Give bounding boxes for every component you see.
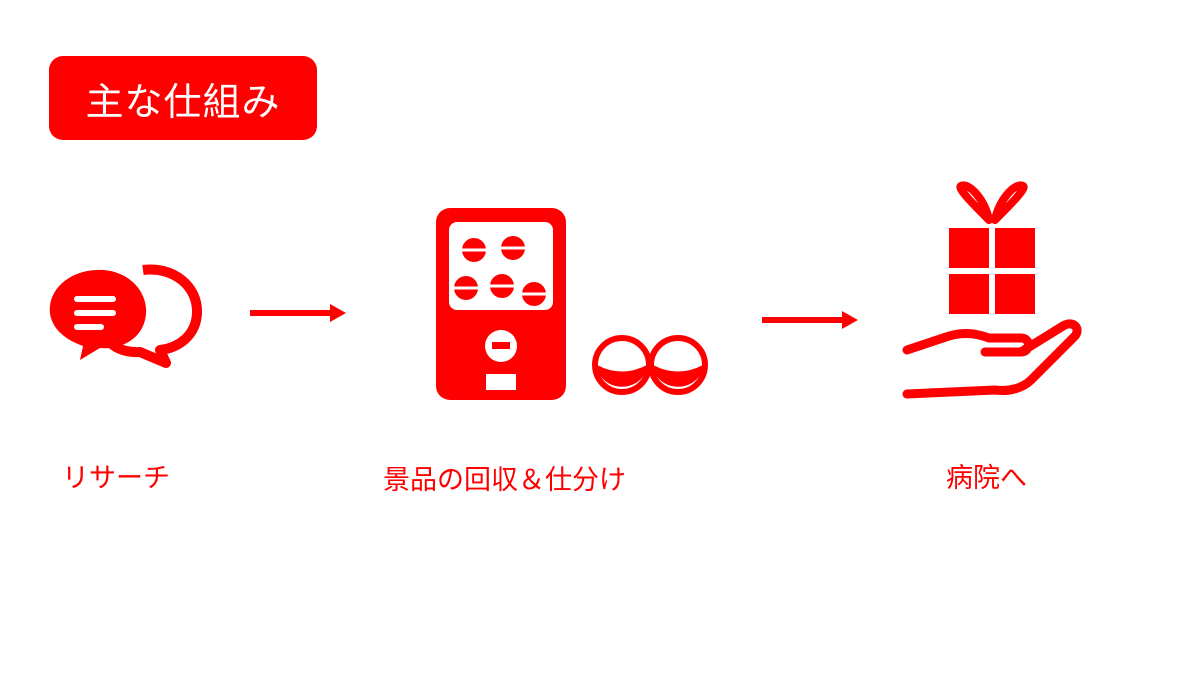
section-title: 主な仕組み [85, 79, 281, 124]
gacha-machine-icon [436, 208, 566, 400]
arrow-right-icon [762, 311, 858, 329]
chat-bubbles-icon [49, 264, 202, 368]
step-label-to-hospital: 病院へ [946, 463, 1027, 494]
section-title-badge: 主な仕組み [49, 56, 317, 140]
step-label-research: リサーチ [62, 463, 170, 494]
step-label-collect-sort: 景品の回収＆仕分け [383, 465, 626, 496]
arrow-right-icon [250, 304, 346, 322]
gift-in-hand-icon [902, 181, 1082, 399]
capsules-icon [592, 335, 708, 395]
